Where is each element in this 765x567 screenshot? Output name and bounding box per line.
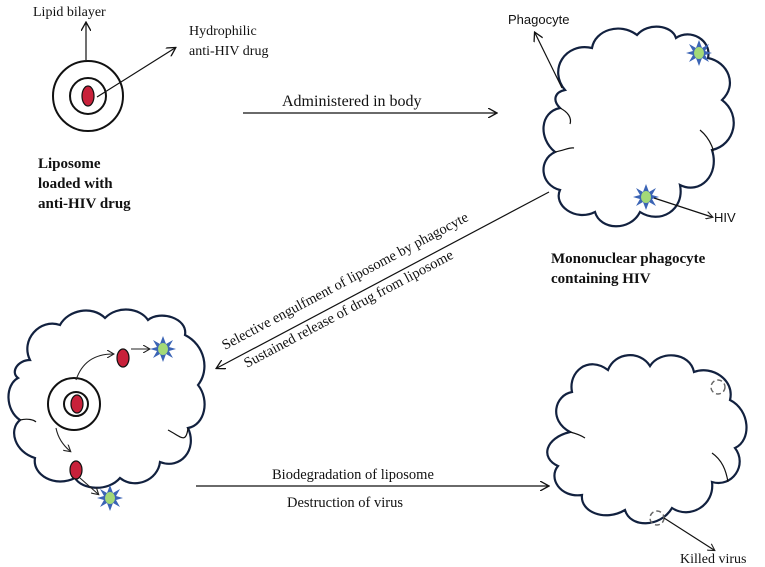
phagocyte-label: Phagocyte bbox=[508, 12, 569, 27]
killed-virus bbox=[710, 379, 726, 395]
phagocyte-membrane bbox=[7, 308, 206, 489]
phagocyte-membrane bbox=[542, 25, 735, 228]
hiv-pointer-arrow bbox=[653, 197, 712, 217]
released-drug bbox=[69, 460, 83, 480]
hiv-label: HIV bbox=[714, 210, 736, 225]
membrane-fold bbox=[699, 129, 714, 152]
killed-virus-pointer-arrow bbox=[663, 517, 714, 550]
membrane-fold bbox=[19, 418, 37, 423]
administer-label: Administered in body bbox=[282, 93, 422, 110]
release-arrow bbox=[55, 427, 70, 451]
drug-core bbox=[81, 85, 95, 107]
cleared-phagocyte bbox=[546, 354, 748, 526]
drug-to-virus-arrow bbox=[79, 477, 98, 494]
hiv-virus bbox=[150, 336, 176, 362]
killed-virus-label: Killed virus bbox=[680, 552, 747, 567]
membrane-fold bbox=[559, 107, 572, 125]
sustained-release-label: Sustained release of drug from liposome bbox=[241, 247, 456, 371]
engulfment-label: Selective engulfment of liposome by phag… bbox=[219, 210, 471, 354]
biodegradation-label: Biodegradation of liposome bbox=[272, 467, 434, 483]
engulfed-liposome bbox=[47, 377, 101, 431]
release-arrow bbox=[75, 354, 113, 381]
liposome-caption-2: loaded with bbox=[38, 176, 113, 192]
treated-phagocyte bbox=[7, 308, 206, 511]
hydrophilic-drug-label-1: Hydrophilic bbox=[189, 24, 257, 39]
membrane-fold bbox=[554, 147, 575, 153]
membrane-fold bbox=[711, 452, 729, 483]
infected-phagocyte-caption-2: containing HIV bbox=[551, 271, 651, 287]
released-drug bbox=[116, 348, 130, 368]
lipid-bilayer-label: Lipid bilayer bbox=[33, 5, 106, 20]
hiv-virus bbox=[633, 184, 659, 210]
phagocyte-pointer-arrow bbox=[535, 33, 563, 89]
hydrophilic-drug-label-2: anti-HIV drug bbox=[189, 44, 268, 59]
liposome-caption-1: Liposome bbox=[38, 156, 101, 172]
liposome-caption-3: anti-HIV drug bbox=[38, 196, 131, 212]
hiv-virus bbox=[97, 485, 123, 511]
destruction-label: Destruction of virus bbox=[287, 495, 403, 511]
engulfment-arrow bbox=[217, 191, 550, 368]
infected-phagocyte bbox=[542, 25, 735, 228]
liposome bbox=[52, 60, 124, 132]
hiv-virus bbox=[686, 40, 712, 66]
drug-pointer-arrow bbox=[96, 48, 175, 98]
phagocyte-membrane bbox=[546, 354, 748, 525]
membrane-fold bbox=[167, 427, 189, 439]
infected-phagocyte-caption-1: Mononuclear phagocyte bbox=[551, 251, 706, 267]
membrane-fold bbox=[569, 431, 586, 439]
